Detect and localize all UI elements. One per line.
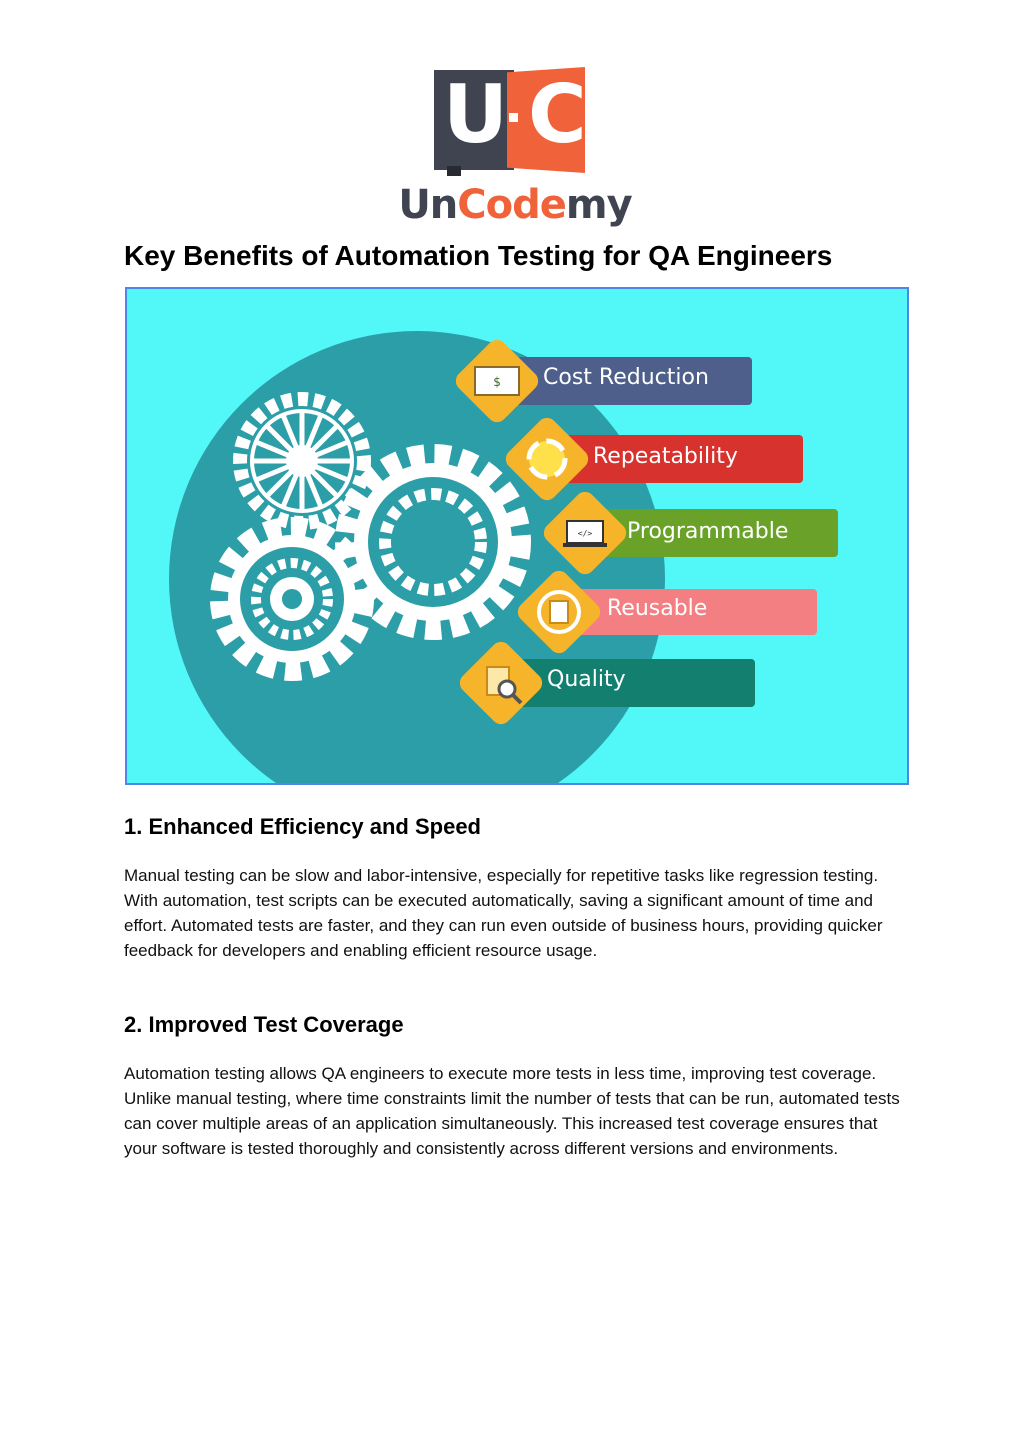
- bar-reusable: [572, 589, 817, 635]
- money-icon: $: [455, 339, 539, 423]
- benefit-label-quality: Quality: [547, 667, 626, 692]
- recycle-document-icon: [517, 570, 601, 654]
- page-title: Key Benefits of Automation Testing for Q…: [124, 240, 833, 271]
- spoked-gear-icon: [233, 392, 371, 530]
- bar-repeatability: [557, 435, 803, 483]
- bar-quality: [512, 659, 755, 707]
- wordmark-my: my: [565, 182, 633, 228]
- small-gear-icon: [210, 517, 374, 681]
- logo-wordmark: UnCodemy: [385, 182, 645, 228]
- svg-text:</>: </>: [578, 529, 593, 538]
- logo-dot: [509, 113, 518, 122]
- logo-letter-u: U: [443, 68, 508, 161]
- benefit-label-cost-reduction: Cost Reduction: [543, 365, 709, 390]
- cycle-arrows-icon: [505, 417, 589, 501]
- bar-cost-reduction: [507, 357, 752, 405]
- section-body-coverage: Automation testing allows QA engineers t…: [124, 1064, 900, 1158]
- benefit-label-reusable: Reusable: [607, 596, 708, 621]
- logo-badge-right: [507, 67, 585, 173]
- wordmark-code: Code: [457, 182, 567, 228]
- logo-badge-left: [434, 70, 514, 170]
- magnifier-document-icon: [459, 641, 543, 725]
- benefits-figure: $ </> Cost Reduction Repeatability Progr…: [125, 287, 909, 785]
- logo-letter-c: C: [528, 68, 587, 161]
- large-gear-icon: [335, 444, 531, 640]
- section-heading-coverage: 2. Improved Test Coverage: [124, 1012, 404, 1037]
- section-heading-efficiency: 1. Enhanced Efficiency and Speed: [124, 814, 481, 839]
- bar-programmable: [592, 509, 838, 557]
- wordmark-un: Un: [398, 182, 458, 228]
- svg-text:$: $: [493, 375, 501, 389]
- benefit-label-repeatability: Repeatability: [593, 444, 738, 469]
- code-laptop-icon: </>: [543, 491, 627, 575]
- logo-fold: [447, 166, 461, 176]
- uncodemy-logo: U C UnCodemy: [385, 66, 645, 231]
- section-body-efficiency: Manual testing can be slow and labor-int…: [124, 866, 883, 960]
- gears-illustration: $ </>: [169, 331, 838, 783]
- benefit-label-programmable: Programmable: [627, 519, 789, 544]
